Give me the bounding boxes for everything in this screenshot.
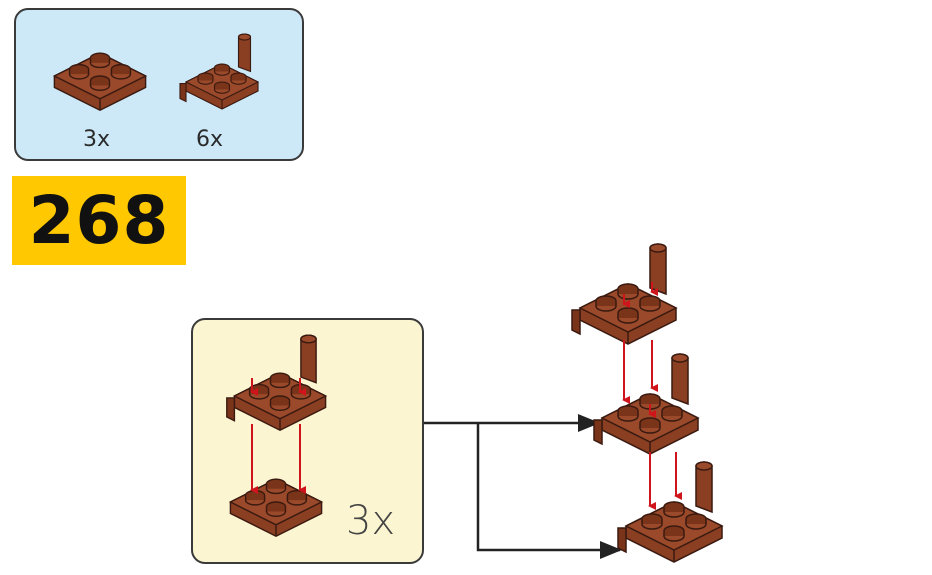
callout-base-plate [229, 478, 323, 537]
part-quantity-plate: 3x [83, 127, 111, 152]
callout-pin-plate [227, 335, 326, 430]
part-quantity-plate-with-pin: 6x [196, 127, 224, 152]
step-number-badge: 268 [12, 176, 186, 265]
flow-arrows [424, 414, 622, 559]
plate-2x2-icon [53, 52, 147, 111]
plate-2x2-with-pin-icon [180, 34, 258, 109]
step-number: 268 [28, 182, 170, 259]
stack-middle-pin-plate [594, 354, 698, 454]
callout-multiplier: 3x [346, 498, 396, 544]
stack-bottom-pin-plate [618, 462, 722, 562]
